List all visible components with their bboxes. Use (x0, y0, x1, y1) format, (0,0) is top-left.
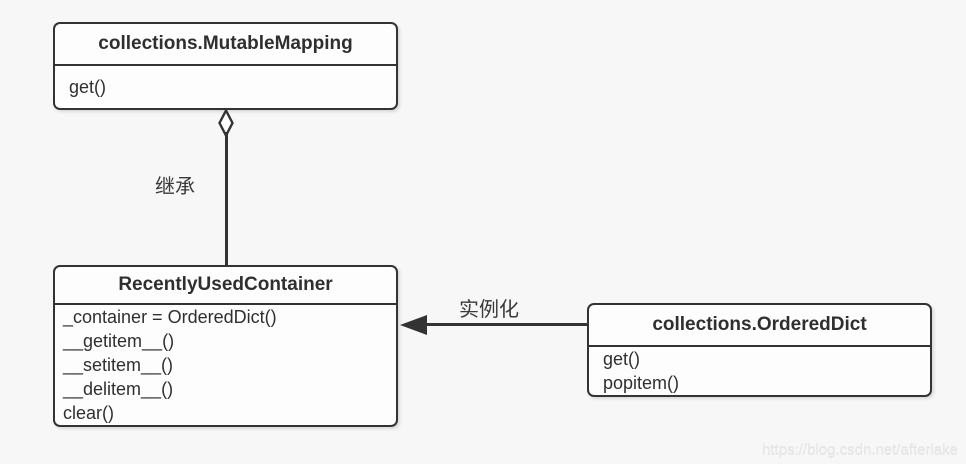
class-title-mutablemapping: collections.MutableMapping (55, 24, 396, 66)
method-item: popitem() (603, 373, 680, 393)
watermark-text: https://blog.csdn.net/afterlake (762, 441, 958, 458)
attribute-item: _container = OrderedDict() (63, 307, 277, 327)
class-members-recentlyusedcontainer: _container = OrderedDict() __getitem__()… (55, 305, 396, 425)
class-members-mutablemapping: get() (55, 66, 396, 108)
instantiation-label: 实例化 (459, 299, 519, 321)
instantiation-connector-line (422, 323, 587, 326)
inheritance-connector-line (225, 132, 228, 265)
class-box-ordereddict: collections.OrderedDict get() popitem() (587, 303, 932, 397)
class-members-ordereddict: get() popitem() (589, 347, 930, 395)
class-box-recentlyusedcontainer: RecentlyUsedContainer _container = Order… (53, 265, 398, 427)
method-item: get() (69, 77, 107, 97)
method-item: __setitem__() (63, 355, 174, 375)
class-box-mutablemapping: collections.MutableMapping get() (53, 22, 398, 110)
instantiation-arrowhead-icon (400, 315, 427, 335)
method-item: __getitem__() (63, 331, 175, 351)
method-item: get() (603, 349, 641, 369)
method-item: __delitem__() (63, 379, 174, 399)
inheritance-label: 继承 (155, 176, 195, 198)
class-title-recentlyusedcontainer: RecentlyUsedContainer (55, 267, 396, 305)
class-title-ordereddict: collections.OrderedDict (589, 305, 930, 347)
method-item: clear() (63, 403, 115, 423)
